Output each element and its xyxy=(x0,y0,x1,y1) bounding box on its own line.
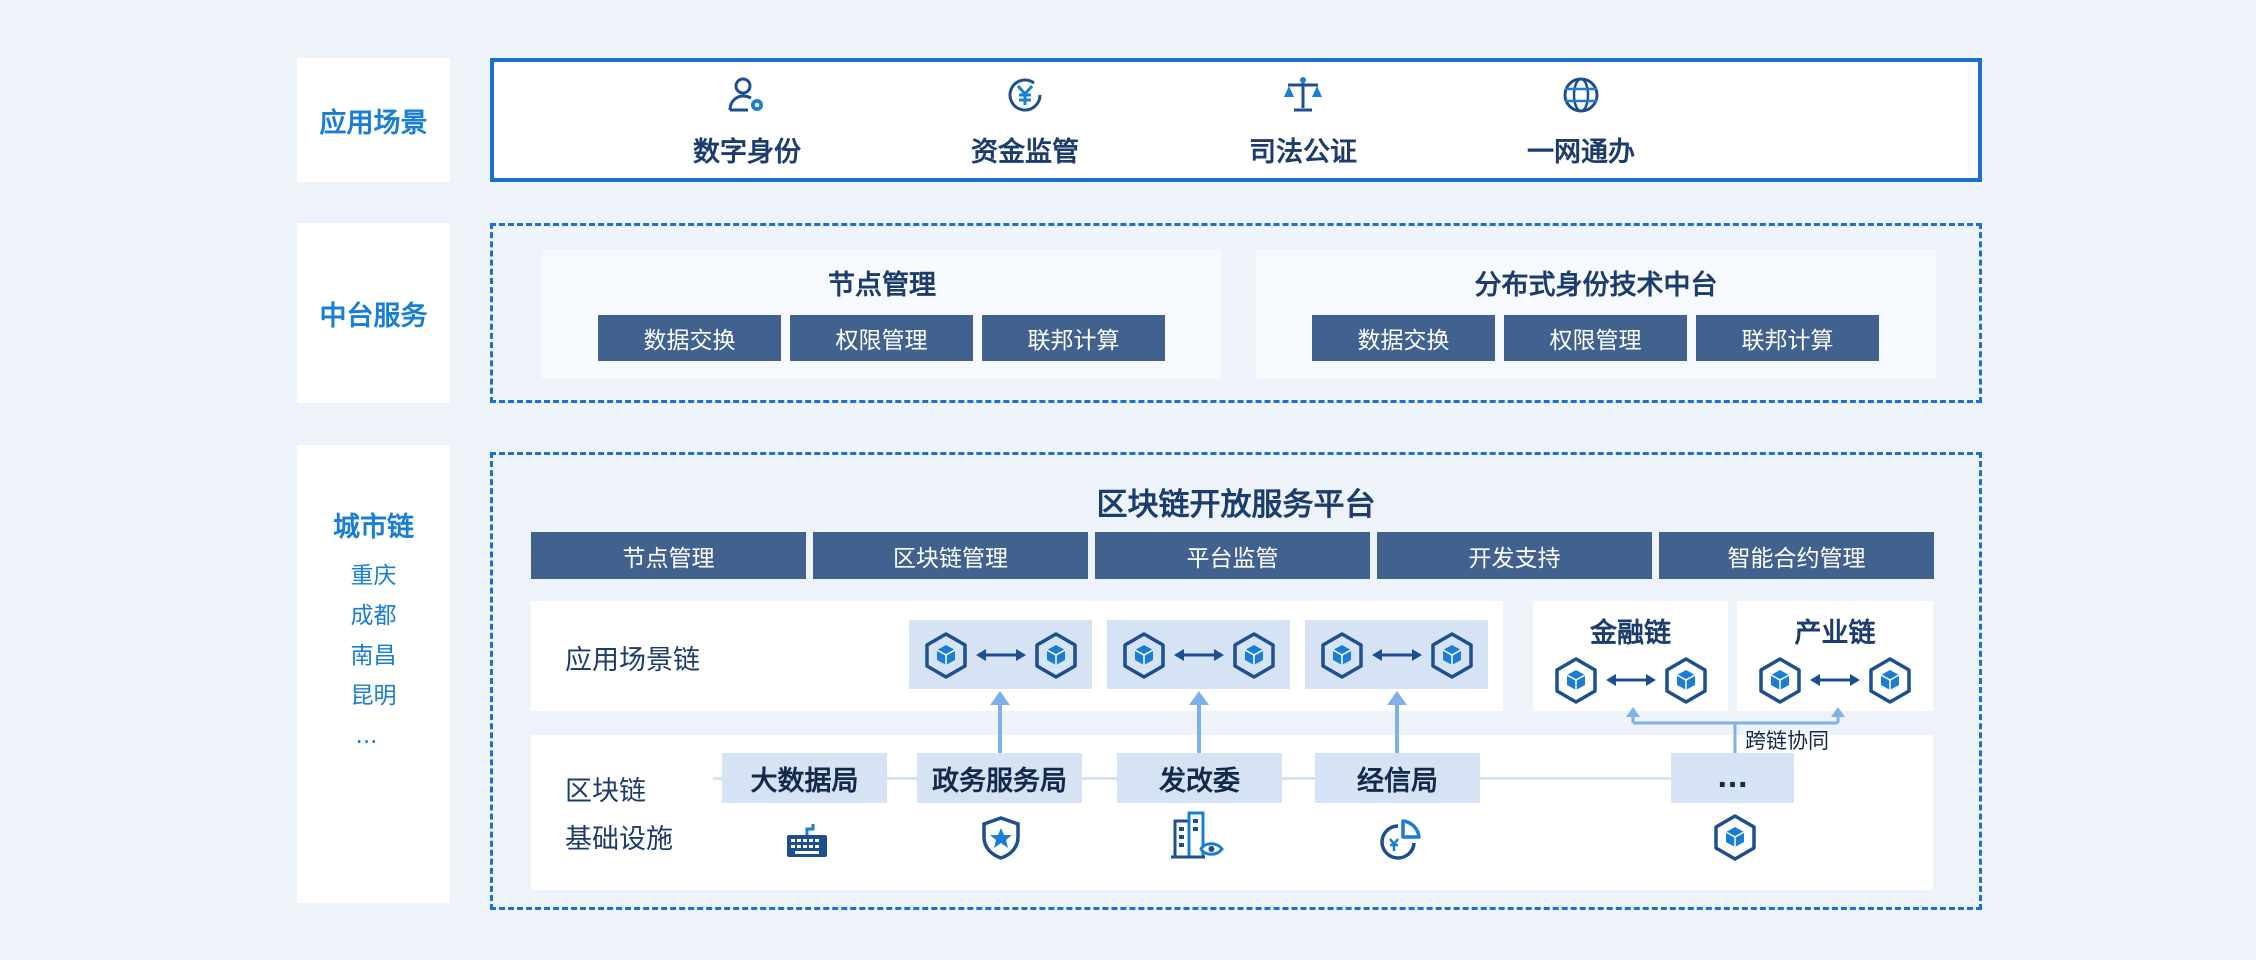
scales-icon xyxy=(1284,77,1322,112)
platform-title: 区块链开放服务平台 xyxy=(1096,487,1376,523)
keyboard-icon xyxy=(787,824,827,857)
up-arrows xyxy=(990,691,1845,755)
infrastructure-label-1: 区块链 xyxy=(565,776,646,807)
application-scenes-box: 数字身份 资金监管 司法公证 一网通办 xyxy=(490,58,1982,182)
bureau-economy-info: 经信局 xyxy=(1315,753,1480,803)
feature-dev-support: 开发支持 xyxy=(1377,532,1652,579)
scene-one-net-service: 一网通办 xyxy=(1471,74,1691,169)
feature-platform-supervision: 平台监管 xyxy=(1095,532,1370,579)
building-eye-icon xyxy=(1171,811,1224,859)
application-layer-title: 应用场景 xyxy=(319,107,428,139)
shield-star-icon xyxy=(982,816,1020,860)
city-list: 重庆 成都 南昌 昆明 ... xyxy=(351,556,397,756)
node-management-panel: 节点管理 数据交换 权限管理 联邦计算 xyxy=(542,249,1222,379)
panel-title: 分布式身份技术中台 xyxy=(1474,270,1718,301)
chip-federated-computing: 联邦计算 xyxy=(1696,315,1879,361)
middle-layer-label: 中台服务 xyxy=(297,223,450,403)
city-item: 重庆 xyxy=(350,563,397,589)
chain-pair xyxy=(1305,620,1488,689)
globe-icon xyxy=(1563,77,1599,113)
pie-yuan-icon xyxy=(1380,819,1421,860)
scene-judicial-notary: 司法公证 xyxy=(1193,74,1413,169)
blockchain-platform-box: 区块链开放服务平台 节点管理 区块链管理 平台监管 开发支持 智能合约管理 应用… xyxy=(490,452,1982,910)
chip-data-exchange: 数据交换 xyxy=(1312,315,1495,361)
chip-federated-computing: 联邦计算 xyxy=(982,315,1165,361)
did-platform-panel: 分布式身份技术中台 数据交换 权限管理 联邦计算 xyxy=(1256,249,1936,379)
city-item: 成都 xyxy=(350,603,397,629)
finance-chain-label: 金融链 xyxy=(1590,618,1671,649)
chain-pair xyxy=(1107,620,1290,689)
application-layer-label: 应用场景 xyxy=(297,58,450,182)
chain-pair xyxy=(909,620,1092,689)
scene-label: 资金监管 xyxy=(971,137,1079,168)
bureau-more: ... xyxy=(1671,753,1794,803)
middle-services-box: 节点管理 数据交换 权限管理 联邦计算 分布式身份技术中台 数据交换 权限管理 … xyxy=(490,223,1982,403)
city-item: 南昌 xyxy=(350,643,397,669)
scene-digital-identity: 数字身份 xyxy=(637,74,857,169)
scene-label: 一网通办 xyxy=(1527,137,1635,168)
bureau-big-data: 大数据局 xyxy=(722,753,887,803)
scene-label: 数字身份 xyxy=(693,137,801,168)
finance-chain-box: 金融链 xyxy=(1533,601,1728,711)
city-item: 昆明 xyxy=(350,683,397,709)
city-item: ... xyxy=(355,723,378,749)
infrastructure-label-2: 基础设施 xyxy=(565,824,673,855)
yuan-coin-icon xyxy=(1008,78,1042,112)
feature-smart-contract: 智能合约管理 xyxy=(1659,532,1934,579)
feature-node-management: 节点管理 xyxy=(531,532,806,579)
scene-fund-supervision: 资金监管 xyxy=(915,74,1135,169)
bureau-ndrc: 发改委 xyxy=(1117,753,1282,803)
industry-chain-label: 产业链 xyxy=(1794,618,1876,649)
chip-permission-management: 权限管理 xyxy=(1504,315,1687,361)
city-chain-title: 城市链 xyxy=(333,512,414,543)
chip-permission-management: 权限管理 xyxy=(790,315,973,361)
block-cube-icon xyxy=(1711,813,1759,861)
middle-layer-title: 中台服务 xyxy=(319,300,428,332)
feature-chain-management: 区块链管理 xyxy=(813,532,1088,579)
scene-label: 司法公证 xyxy=(1249,137,1357,168)
scene-chain-label: 应用场景链 xyxy=(565,645,700,676)
bureau-government-service: 政务服务局 xyxy=(917,753,1082,803)
industry-chain-box: 产业链 xyxy=(1737,601,1933,711)
city-chain-label: 城市链 重庆 成都 南昌 昆明 ... xyxy=(297,445,450,903)
chip-data-exchange: 数据交换 xyxy=(598,315,781,361)
user-gear-icon xyxy=(728,77,763,112)
panel-title: 节点管理 xyxy=(828,270,936,301)
cross-chain-label: 跨链协同 xyxy=(1745,729,1829,753)
